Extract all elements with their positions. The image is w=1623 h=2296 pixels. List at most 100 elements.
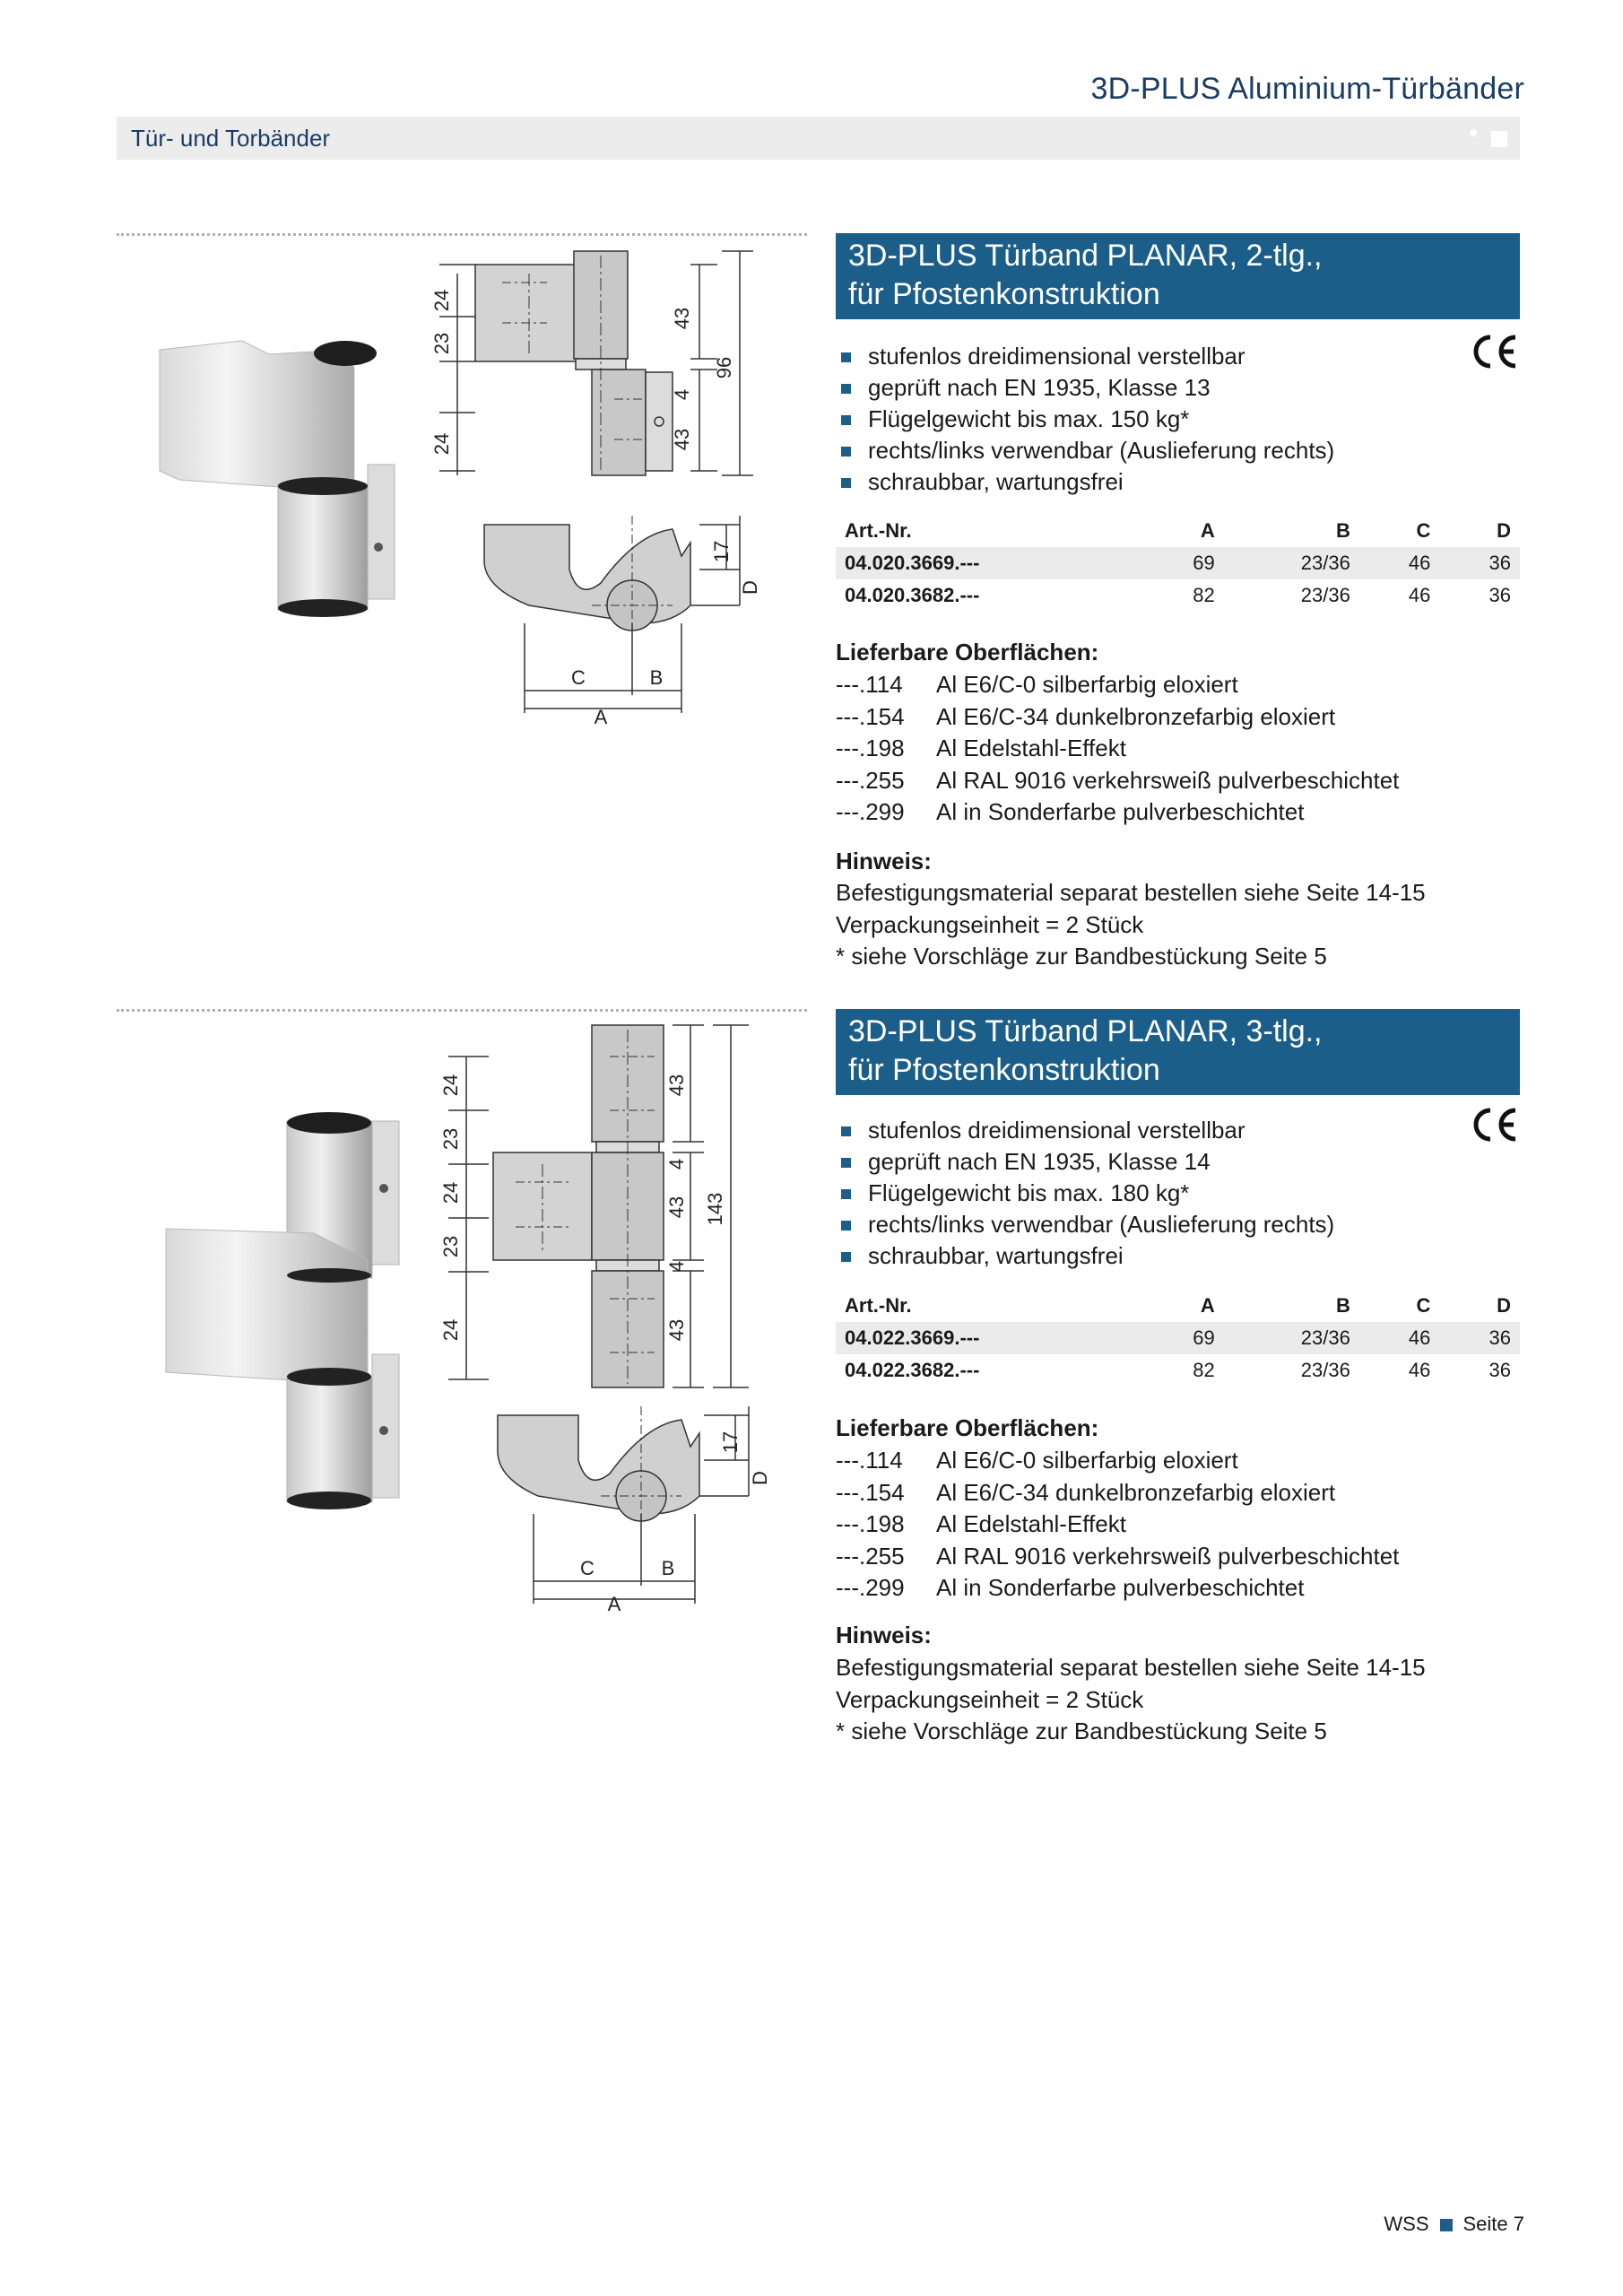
- surface-desc: Al Edelstahl-Effekt: [936, 1510, 1126, 1537]
- table-row: 04.020.3669.--- 69 23/36 46 36: [836, 547, 1520, 579]
- cell-a: 69: [1143, 1322, 1224, 1354]
- surface-desc: Al in Sonderfarbe pulverbeschichtet: [936, 1574, 1305, 1601]
- note-line: * siehe Vorschläge zur Bandbestückung Se…: [836, 943, 1327, 970]
- feature-item: rechts/links verwendbar (Auslieferung re…: [836, 1209, 1334, 1240]
- section-label: Tür- und Torbänder: [131, 125, 331, 152]
- surface-desc: Al RAL 9016 verkehrsweiß pulverbeschicht…: [936, 1542, 1400, 1570]
- dim-24-top: 24: [430, 290, 453, 311]
- dim-17: 17: [710, 541, 733, 562]
- surface-item: ---.299 Al in Sonderfarbe pulverbeschicht…: [836, 1572, 1399, 1605]
- surfaces-heading: Lieferbare Oberflächen:: [836, 639, 1099, 665]
- dim-4-top: 4: [665, 1159, 688, 1170]
- note-line: Verpackungseinheit = 2 Stück: [836, 1685, 1144, 1713]
- feature-list: stufenlos dreidimensional verstellbar ge…: [836, 341, 1334, 498]
- dim-d: D: [739, 580, 761, 595]
- surface-item: ---.198 Al Edelstahl-Effekt: [836, 733, 1399, 765]
- note-line: Verpackungseinheit = 2 Stück: [836, 910, 1144, 938]
- cell-art-nr: 04.022.3669.---: [836, 1322, 1144, 1354]
- product-title-3-part: 3D-PLUS Türband PLANAR, 3-tlg., für Pfos…: [836, 1009, 1520, 1095]
- surface-code: ---.154: [836, 1478, 905, 1506]
- surface-code: ---.255: [836, 1542, 905, 1570]
- cell-a: 82: [1193, 584, 1215, 606]
- feature-item: Flügelgewicht bis max. 180 kg*: [836, 1178, 1334, 1209]
- surface-desc: Al E6/C-34 dunkelbronzefarbig eloxiert: [936, 702, 1336, 730]
- cell-b: 23/36: [1223, 1322, 1359, 1354]
- dim-24-top: 24: [439, 1074, 462, 1096]
- surface-code: ---.299: [836, 1574, 905, 1601]
- header-d: D: [1497, 519, 1511, 542]
- cell-d: 36: [1488, 1359, 1511, 1381]
- section-divider: [117, 233, 807, 236]
- cell-c: 46: [1408, 584, 1431, 606]
- cell-d: 36: [1488, 584, 1511, 606]
- dim-143: 143: [704, 1193, 726, 1226]
- section-bar: Tür- und Torbänder: [117, 117, 1520, 160]
- dim-23-bottom: 23: [439, 1236, 462, 1257]
- header-c: C: [1416, 519, 1431, 542]
- dim-23: 23: [430, 333, 453, 354]
- product-image-3-part: [165, 1112, 400, 1509]
- surface-code: ---.255: [836, 766, 905, 794]
- cell-b: 23/36: [1223, 547, 1359, 579]
- surface-desc: Al in Sonderfarbe pulverbeschichtet: [936, 798, 1305, 825]
- surface-desc: Al Edelstahl-Effekt: [936, 735, 1126, 761]
- cell-c: 46: [1358, 1322, 1440, 1354]
- dim-24-mid: 24: [439, 1182, 462, 1204]
- header-a: A: [1200, 1294, 1215, 1317]
- cell-art-nr: 04.022.3682.---: [845, 1359, 980, 1381]
- ce-mark-icon: [1473, 1108, 1516, 1142]
- dim-17: 17: [719, 1431, 742, 1453]
- feature-item: stufenlos dreidimensional verstellbar: [836, 1115, 1334, 1146]
- document-title: 3D-PLUS Aluminium-Türbänder: [1090, 72, 1524, 106]
- dim-43-bottom: 43: [665, 1319, 688, 1341]
- dim-d: D: [749, 1471, 771, 1485]
- product-image-2-part: [159, 340, 395, 617]
- table-row: 04.022.3682.--- 82 23/36 46 36: [836, 1354, 1520, 1387]
- surface-item: ---.198 Al Edelstahl-Effekt: [836, 1509, 1399, 1541]
- feature-item: geprüft nach EN 1935, Klasse 14: [836, 1146, 1334, 1178]
- header-b: B: [1335, 519, 1350, 542]
- surface-code: ---.198: [836, 1510, 905, 1537]
- product-title-line-1: 3D-PLUS Türband PLANAR, 3-tlg.,: [848, 1014, 1323, 1048]
- dim-4-bottom: 4: [665, 1261, 688, 1272]
- dim-c: C: [571, 666, 586, 689]
- dim-b: B: [650, 666, 664, 689]
- note-line: * siehe Vorschläge zur Bandbestückung Se…: [836, 1718, 1327, 1744]
- dim-a: A: [595, 706, 608, 726]
- dim-23-top: 23: [439, 1128, 462, 1150]
- footer-brand: WSS: [1384, 2213, 1429, 2235]
- feature-item: geprüft nach EN 1935, Klasse 13: [836, 372, 1334, 404]
- surface-code: ---.198: [836, 735, 905, 761]
- dim-96: 96: [713, 357, 735, 378]
- dim-a: A: [608, 1593, 621, 1613]
- feature-list: stufenlos dreidimensional verstellbar ge…: [836, 1115, 1334, 1272]
- technical-drawing-3-part: 24 23 24 23 24 43 4 43 4 43 143 17 D C B…: [439, 1024, 771, 1613]
- table-row: 04.020.3682.--- 82 23/36 46 36: [836, 579, 1520, 612]
- cell-d: 36: [1439, 547, 1520, 579]
- cell-c: 46: [1358, 547, 1440, 579]
- section-divider: [117, 1009, 807, 1012]
- cell-a: 82: [1193, 1359, 1215, 1381]
- cell-c: 46: [1408, 1359, 1431, 1381]
- table-header: Art.-Nr. A B C D: [836, 1290, 1520, 1322]
- feature-item: stufenlos dreidimensional verstellbar: [836, 341, 1334, 372]
- feature-item: Flügelgewicht bis max. 150 kg*: [836, 404, 1334, 435]
- cell-b: 23/36: [1300, 1359, 1350, 1381]
- table-header: Art.-Nr. A B C D: [836, 515, 1520, 547]
- cell-b: 23/36: [1300, 584, 1350, 606]
- surface-code: ---.114: [836, 671, 903, 698]
- dim-43-top: 43: [665, 1074, 688, 1096]
- product-title-line-2: für Pfostenkonstruktion: [848, 1053, 1160, 1087]
- header-a: A: [1200, 519, 1215, 542]
- product-title-line-2: für Pfostenkonstruktion: [848, 277, 1160, 311]
- surface-desc: Al E6/C-0 silberfarbig eloxiert: [936, 1447, 1238, 1474]
- dim-4: 4: [671, 389, 693, 400]
